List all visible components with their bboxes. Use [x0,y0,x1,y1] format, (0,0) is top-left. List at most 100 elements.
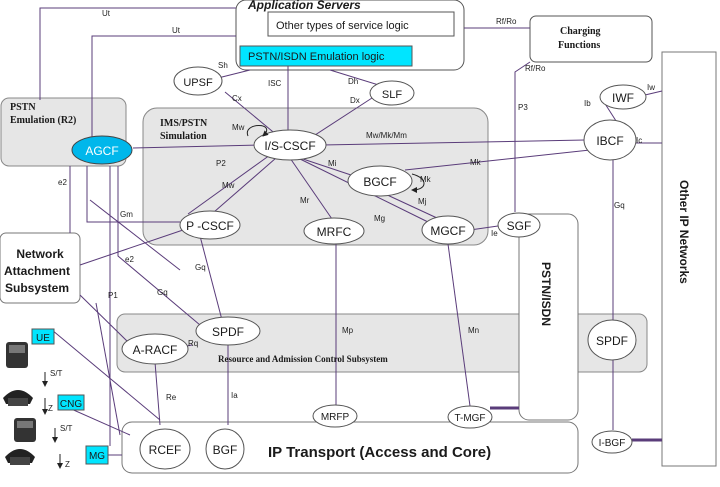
charging-line1: Charging [560,26,601,37]
if-cx: Cx [232,94,242,103]
line-agcf-gm [86,166,180,223]
if-mi: Mi [328,159,337,168]
connector-lines [39,7,663,456]
mk-loop-arrow [411,173,425,193]
if-sh: Sh [218,61,228,70]
ibgf-node[interactable]: I-BGF [591,430,633,454]
if-e2a: e2 [58,178,67,187]
if-p1: P1 [108,291,118,300]
cng-box[interactable] [57,394,85,411]
if-mw1: Mw [232,123,245,132]
if-mw2: Mw [222,181,235,190]
if-z2: Z [65,460,70,469]
ue-label: UE [36,333,50,344]
if-mp: Mp [342,326,354,335]
if-mk2: Mk [420,175,432,184]
line-e2b [89,199,181,271]
upsf-node[interactable]: UPSF [173,66,223,96]
line-nass-racf [79,294,129,343]
if-st1: S/T [50,369,63,378]
line-rfro-p3 [514,61,531,212]
line-p2 [187,154,271,215]
st-z-arrows [42,372,63,469]
other-ip-networks-box [661,51,717,467]
sgf-node[interactable]: SGF [497,212,541,238]
charging-line2: Functions [558,40,600,51]
other-logic-box [267,11,455,37]
if-ut2: Ut [172,26,181,35]
iwf-node[interactable]: IWF [599,84,647,110]
nass-line1: Network [16,247,64,261]
if-rq: Rq [188,339,198,348]
other-ip-label: Other IP Networks [677,180,691,284]
if-ie: Ie [491,229,498,238]
if-p2: P2 [216,159,226,168]
line-dx [311,97,373,138]
pstn-emulation-line1: PSTN [10,102,36,113]
ip-phone-icon [6,342,28,368]
charging-box [529,15,653,63]
mrfp-node[interactable]: MRFP [312,404,358,428]
bgcf-node[interactable]: BGCF [347,165,413,197]
other-logic-label: Other types of service logic [276,20,409,32]
line-ut-inner [91,35,236,148]
mg-label: MG [89,451,105,462]
ue-box[interactable] [31,328,55,345]
if-ut1: Ut [102,9,111,18]
aracf-node[interactable]: A-RACF [121,333,189,365]
ip-phone-icon-2 [14,418,36,442]
slf-node[interactable]: SLF [369,80,415,106]
nass-line3: Subsystem [5,281,69,295]
pcscf-node[interactable]: P -CSCF [179,210,241,240]
rcef-node[interactable]: RCEF [139,428,191,470]
line-mi [299,157,361,179]
interface-labels: Ut Ut Rf/Ro Rf/Ro ISC Sh Cx Dh Dx P3 Ib … [48,9,655,469]
line-p1 [95,302,121,436]
pstn-logic-box [239,45,413,67]
line-ue-racf [51,329,161,421]
nass-line2: Attachment [4,264,70,278]
pstn-isdn-label: PSTN/ISDN [539,262,553,326]
if-dx: Dx [350,96,360,105]
ims-line1: IMS/PSTN [160,118,208,129]
if-p3: P3 [518,103,528,112]
bgf-node[interactable]: BGF [205,428,245,470]
if-re: Re [166,393,177,402]
app-servers-title: Application Servers [247,0,361,12]
spdf-right-node[interactable]: SPDF [587,319,637,361]
if-rfro2: Rf/Ro [525,64,546,73]
line-agcf-gq [117,166,201,326]
agcf-node[interactable]: AGCF [71,135,133,165]
mgcf-node[interactable]: MGCF [421,215,475,245]
telephone-icon [3,390,33,406]
telephone-icon-2 [5,449,35,465]
line-pcscf-nass [79,229,184,266]
ibcf-node[interactable]: IBCF [583,119,637,161]
if-st2: S/T [60,424,73,433]
if-ic: Ic [636,136,642,145]
if-mj: Mj [418,197,427,206]
if-mk1: Mk [470,158,482,167]
if-z1: Z [48,404,53,413]
if-rfro1: Rf/Ro [496,17,517,26]
mw-loop-arrow [246,125,269,137]
if-isc: ISC [268,79,282,88]
line-dh [329,69,383,87]
mrfc-node[interactable]: MRFC [303,217,365,245]
mg-box[interactable] [85,445,109,465]
spdf-left-node[interactable]: SPDF [195,316,261,346]
line-mn [447,243,471,407]
line-iw [644,90,663,96]
racs-label: Resource and Admission Control Subsystem [218,354,388,364]
if-mr: Mr [300,196,310,205]
line-mw2 [213,157,277,213]
trunk-lines [490,406,662,442]
tmgf-node[interactable]: T-MGF [447,405,493,429]
pstn-isdn-box [518,213,579,421]
pstn-logic-label: PSTN/ISDN Emulation logic [248,51,385,63]
transport-label: IP Transport (Access and Core) [268,444,491,461]
line-ie [469,225,499,231]
ims-line2: Simulation [160,131,207,142]
line-re [154,361,161,426]
